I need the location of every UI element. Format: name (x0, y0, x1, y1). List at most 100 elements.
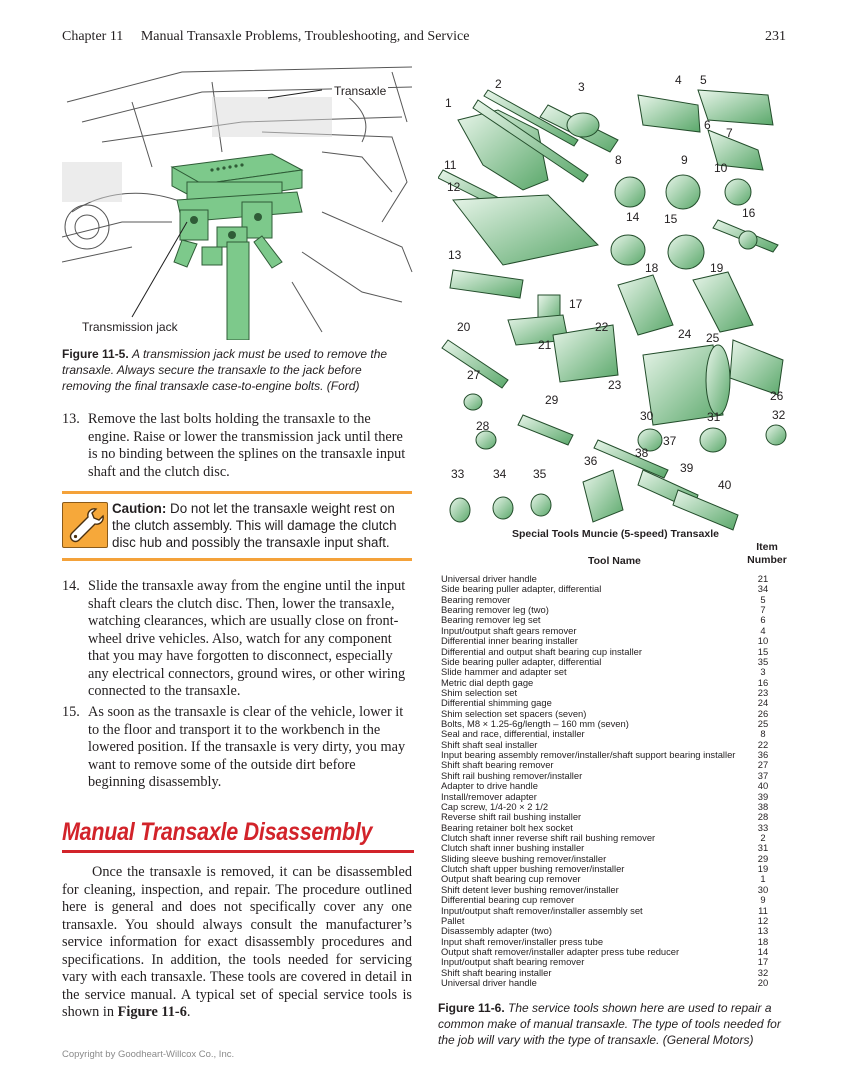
tool-name-cell: Side bearing puller adapter, differentia… (441, 584, 602, 595)
table-row: Shift detent lever bushing remover/insta… (441, 883, 790, 895)
tool-name-cell: Input shaft remover/installer press tube (441, 936, 604, 947)
item-number-cell: 20 (757, 977, 769, 989)
figure-transmission-jack: Transaxle Transmission jack (62, 62, 414, 340)
tool-name-cell: Input/output shaft bearing remover (441, 957, 585, 968)
tool-number-29: 29 (545, 393, 559, 407)
tool-name-cell: Shift detent lever bushing remover/insta… (441, 884, 619, 895)
tool-number-7: 7 (726, 126, 733, 140)
item-number-cell: 34 (757, 583, 769, 595)
section-paragraph-text: Once the transaxle is removed, it can be… (62, 864, 412, 1020)
table-row: Sliding sleeve bushing remover/installer… (441, 852, 790, 864)
item-number-cell: 18 (757, 935, 769, 947)
tool-name-cell: Side bearing puller adapter, differentia… (441, 656, 602, 667)
tool-number-13: 13 (448, 248, 462, 262)
tool-number-36: 36 (584, 454, 598, 468)
table-row: Shift shaft bearing remover 27 (441, 759, 790, 771)
tool-name-cell: Input/output shaft gears remover (441, 625, 577, 636)
tool-name-cell: Shim selection set spacers (seven) (441, 708, 587, 719)
tool-number-31: 31 (707, 410, 721, 424)
tool-name-cell: Shift shaft seal installer (441, 739, 538, 750)
item-number-cell: 32 (757, 966, 769, 978)
label-transmission-jack: Transmission jack (80, 320, 180, 334)
tool-name-cell: Reverse shift rail bushing installer (441, 812, 582, 823)
tool-name-cell: Bearing retainer bolt hex socket (441, 822, 573, 833)
special-tools-illustration (437, 89, 787, 531)
label-transaxle: Transaxle (332, 84, 389, 98)
tool-number-39: 39 (680, 461, 694, 475)
item-number-cell: 29 (757, 852, 769, 864)
tool-name-cell: Differential shimming gage (441, 698, 552, 709)
tool-number-27: 27 (467, 368, 481, 382)
tool-name-cell: Shift shaft bearing remover (441, 760, 554, 771)
figure-6-caption: Figure 11-6. The service tools shown her… (438, 1000, 790, 1048)
tool-number-16: 16 (742, 206, 756, 220)
step-15: 15.As soon as the transaxle is clear of … (62, 704, 410, 792)
tool-number-11: 11 (444, 158, 457, 172)
table-row: Input shaft remover/installer press tube… (441, 935, 790, 947)
figure-6-text: The service tools shown here are used to… (438, 1001, 781, 1047)
item-number-cell: 37 (757, 769, 769, 781)
item-number-cell: 36 (757, 749, 769, 761)
item-number-cell: 38 (757, 800, 769, 812)
tool-name-cell: Clutch shaft inner reverse shift rail bu… (441, 832, 656, 843)
tool-number-4: 4 (675, 73, 682, 87)
step-14-number: 14. (62, 578, 80, 594)
table-row: Side bearing puller adapter, differentia… (441, 655, 790, 667)
item-number-cell: 10 (757, 635, 769, 647)
item-number-cell: 21 (757, 573, 769, 584)
caution-label: Caution: (112, 501, 167, 516)
item-number-cell: 17 (757, 956, 769, 968)
item-number-cell: 39 (757, 790, 769, 802)
tool-name-cell: Shift shaft bearing installer (441, 967, 552, 978)
item-number-cell: 11 (758, 904, 768, 916)
tool-name-cell: Output shaft bearing cup remover (441, 874, 581, 885)
tool-number-5: 5 (700, 73, 707, 87)
item-number-cell: 22 (757, 738, 769, 750)
tool-name-cell: Disassembly adapter (two) (441, 926, 552, 937)
item-number-cell: 12 (757, 914, 769, 926)
figure-5-text: A transmission jack must be used to remo… (62, 347, 388, 393)
tool-name-cell: Slide hammer and adapter set (441, 667, 567, 678)
tool-name-cell: Sliding sleeve bushing remover/installer (441, 853, 607, 864)
tool-number-20: 20 (457, 320, 471, 334)
item-number-cell: 1 (760, 873, 766, 885)
item-number-cell: 26 (757, 707, 769, 719)
chapter-title: Manual Transaxle Problems, Troubleshooti… (140, 29, 470, 44)
tool-name-cell: Output shaft remover/installer adapter p… (441, 946, 680, 957)
tool-number-3: 3 (578, 80, 585, 94)
table-row: Input/output shaft bearing remover 17 (441, 956, 790, 968)
tool-number-18: 18 (645, 261, 659, 275)
caution-message: Do not let the transaxle weight rest on … (112, 501, 397, 550)
item-number-cell: 31 (757, 842, 769, 854)
column-tool-name: Tool Name (588, 555, 641, 567)
step-14-text: Slide the transaxle away from the engine… (88, 578, 406, 699)
tool-number-21: 21 (538, 338, 552, 352)
item-number-cell: 28 (757, 811, 769, 823)
tool-number-17: 17 (569, 297, 583, 311)
item-number-cell: 14 (757, 945, 769, 957)
tool-name-cell: Metric dial depth gage (441, 677, 534, 688)
tool-name-cell: Cap screw, 1/4-20 × 2 1/2 (441, 801, 549, 812)
tool-name-cell: Bearing remover leg (two) (441, 605, 549, 616)
tool-name-cell: Install/remover adapter (441, 791, 537, 802)
tool-number-35: 35 (533, 467, 547, 481)
table-row: Input/output shaft remover/installer ass… (441, 904, 790, 916)
tool-number-33: 33 (451, 467, 465, 481)
tool-name-cell: Bolts, M8 × 1.25-6g/length – 160 mm (sev… (441, 719, 629, 730)
tool-number-26: 26 (770, 389, 784, 403)
item-number-cell: 40 (757, 780, 769, 792)
item-number-cell: 6 (760, 614, 766, 626)
step-13-text: Remove the last bolts holding the transa… (88, 411, 406, 480)
item-number-cell: 30 (757, 883, 769, 895)
item-number-cell: 19 (757, 863, 769, 875)
tool-name-cell: Universal driver handle (441, 978, 537, 989)
item-number-cell: 35 (757, 655, 769, 667)
item-number-cell: 27 (757, 759, 769, 771)
tool-name-cell: Shim selection set (441, 687, 518, 698)
figure-special-tools: 1 2 3 4 5 6 7 8 9 10 11 12 13 14 15 16 1… (437, 70, 790, 540)
